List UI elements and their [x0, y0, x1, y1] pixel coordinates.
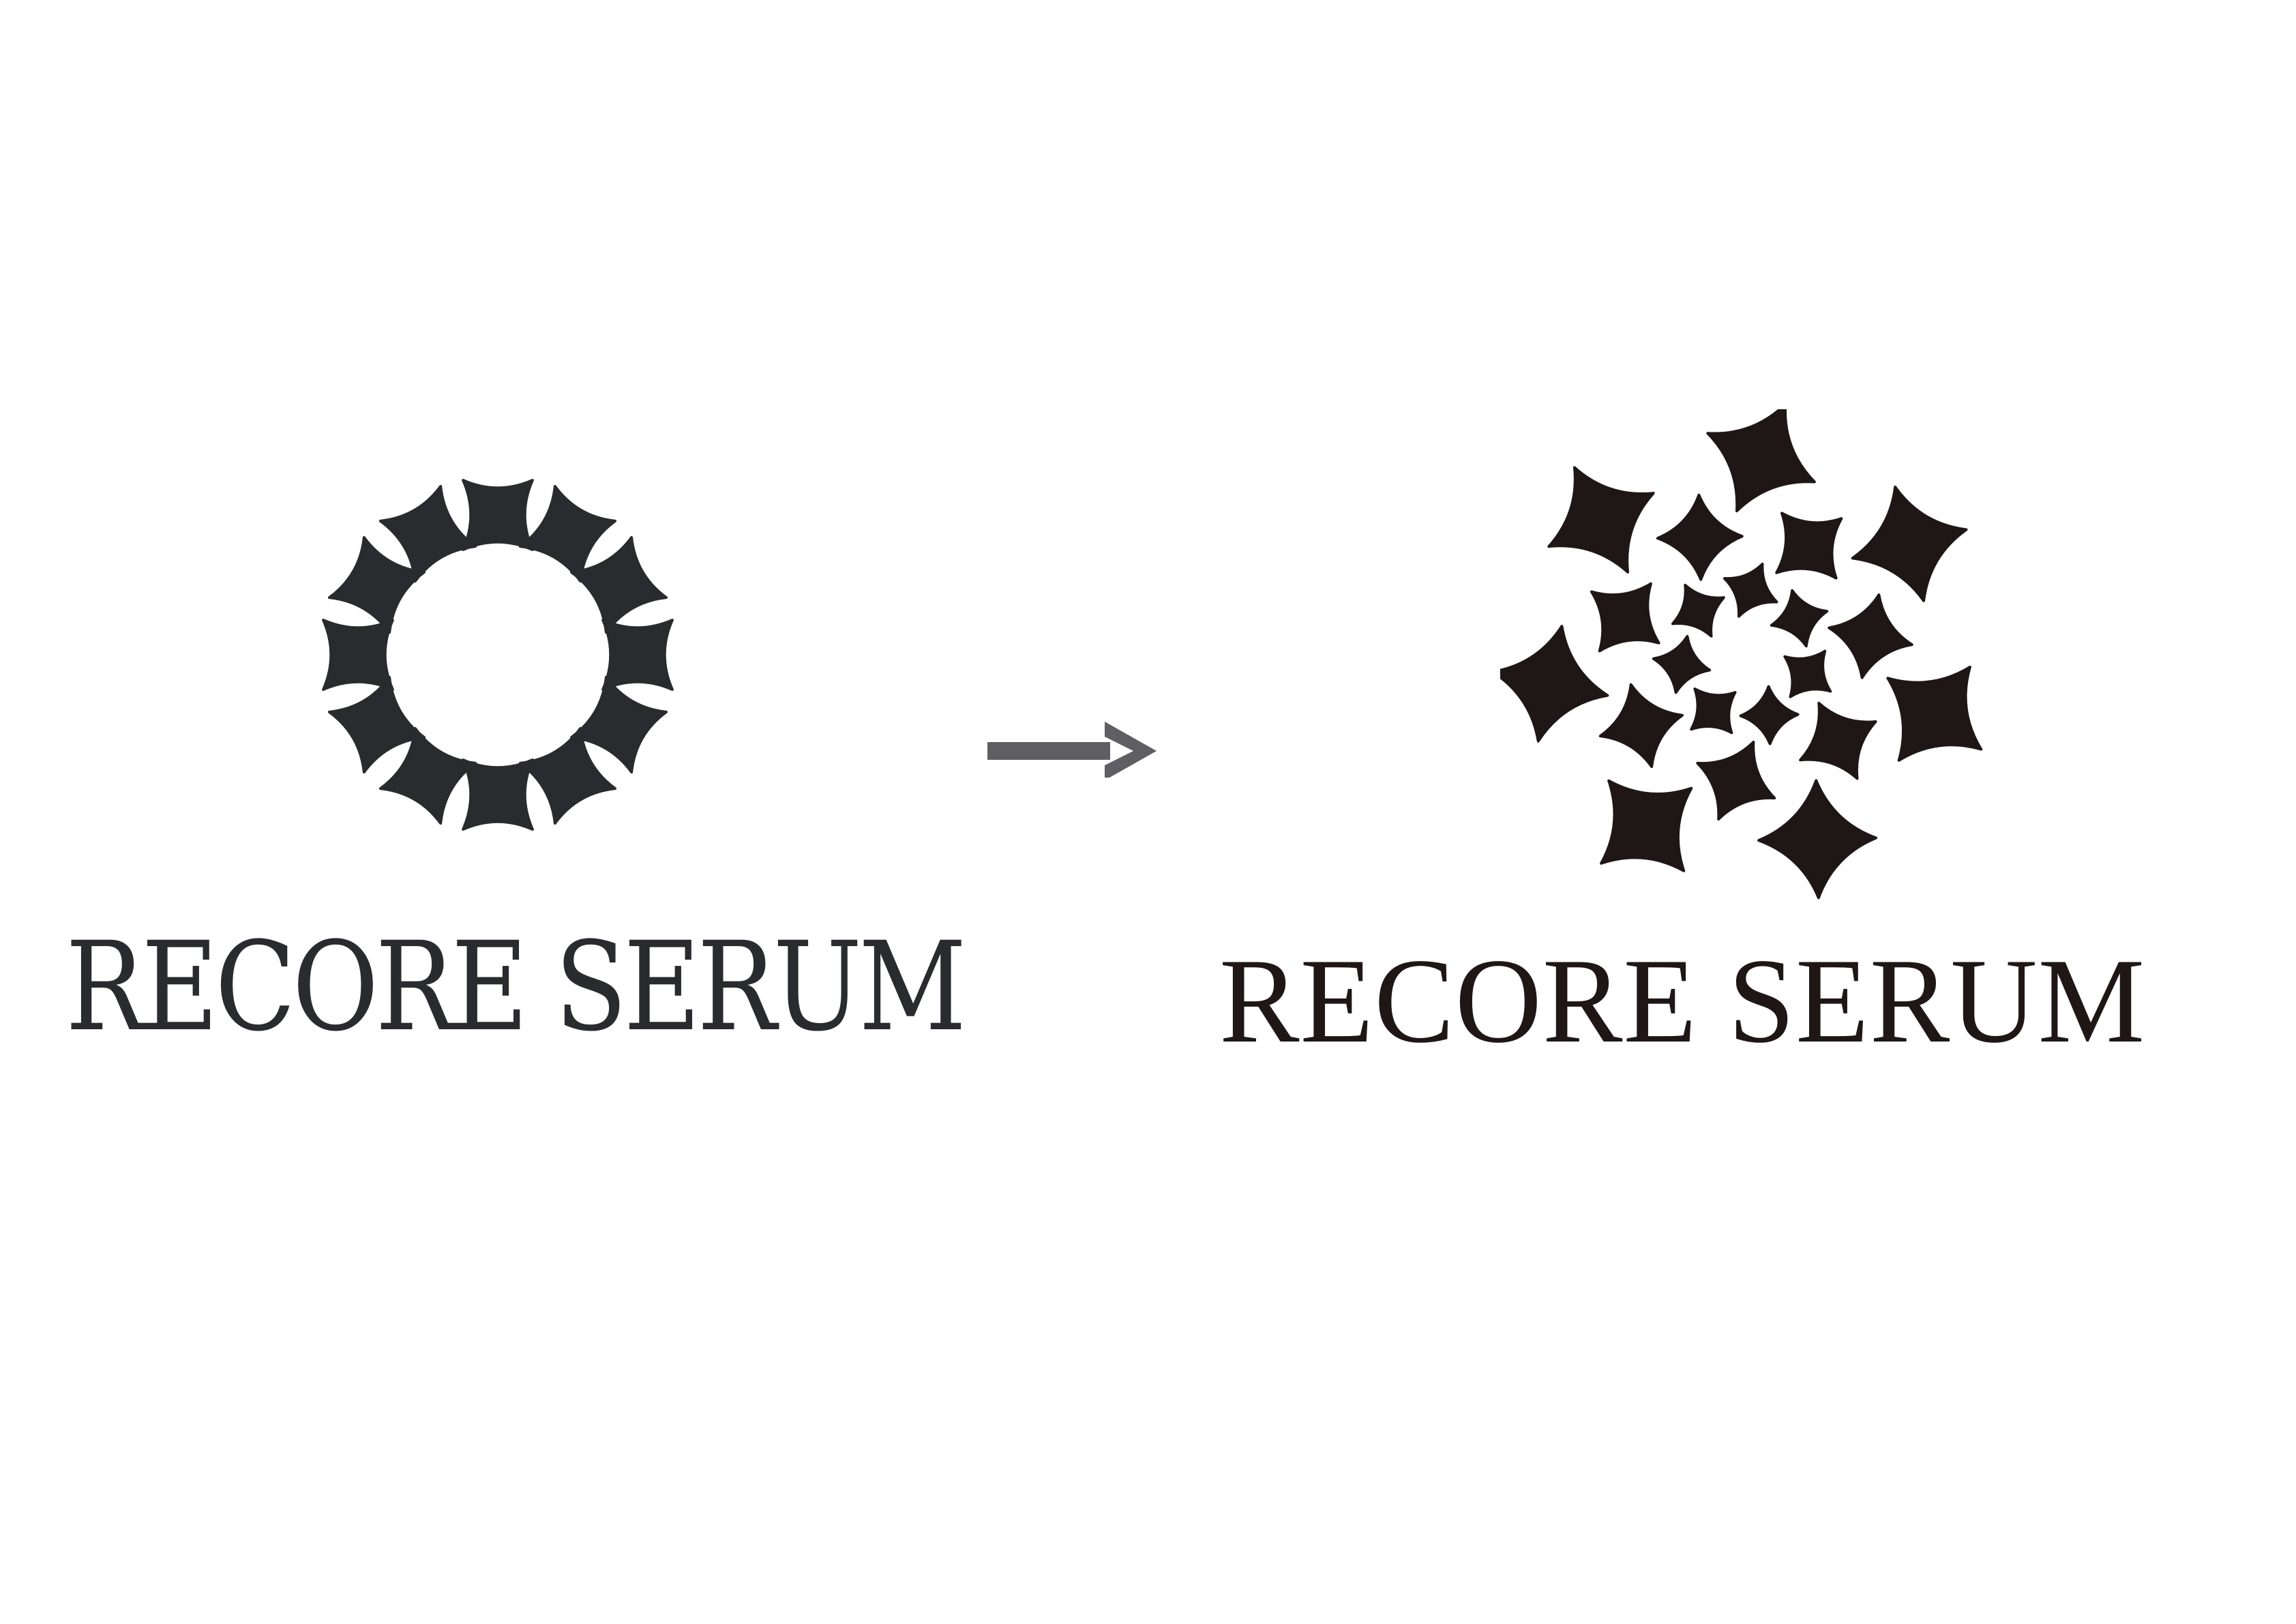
star-shape [1783, 649, 1832, 698]
spiral-of-four-point-stars-icon [1500, 409, 1983, 900]
star-shape [1696, 741, 1776, 821]
star-shape [1671, 583, 1725, 638]
arrow-head [1105, 722, 1157, 778]
brand-wordmark-before: RECORE SERUM [65, 916, 966, 1059]
star-shape [1500, 625, 1609, 743]
star-shape [1775, 512, 1843, 580]
star-shape [1656, 493, 1744, 581]
star-shape [1590, 582, 1660, 653]
arrow-right-icon [987, 722, 1157, 778]
star-shape [1739, 685, 1800, 745]
star-shape [1706, 409, 1816, 513]
star-shape [1723, 563, 1778, 618]
ring-of-four-point-stars-icon [322, 479, 674, 831]
star-shape [1799, 701, 1877, 780]
star-shape [1598, 683, 1684, 769]
star-shape [1600, 779, 1693, 872]
star-shape [1757, 779, 1878, 900]
star-shape [1690, 688, 1737, 735]
star-shape [1828, 593, 1913, 679]
arrow-shaft [987, 742, 1110, 760]
star-shape [1851, 485, 1968, 602]
star-shape [1770, 589, 1829, 648]
star-shape [378, 484, 477, 583]
brand-wordmark-after: RECORE SERUM [1219, 933, 2146, 1068]
star-shape [1652, 634, 1712, 694]
star-shape [1886, 665, 1983, 762]
star-shape [1547, 466, 1655, 574]
